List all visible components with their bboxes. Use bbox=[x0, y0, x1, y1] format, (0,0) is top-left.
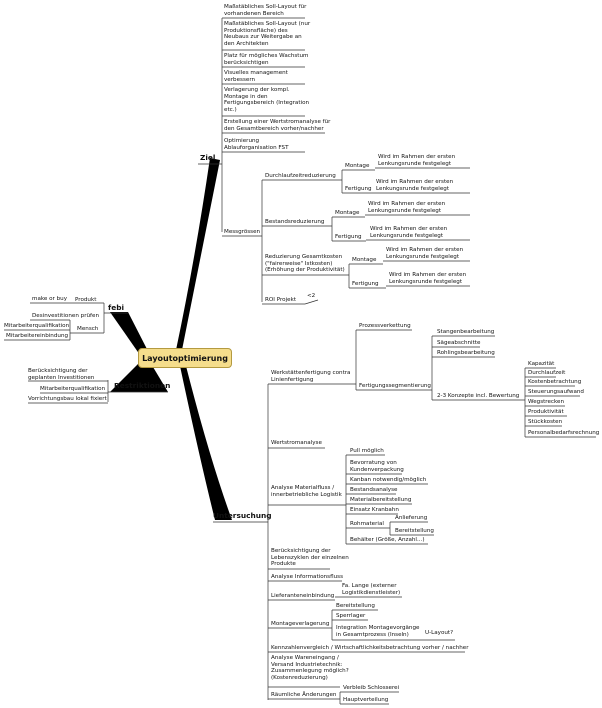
fertigung-label[interactable]: Fertigung bbox=[345, 186, 372, 192]
ziel-item[interactable]: Optimierung Ablauforganisation FST bbox=[224, 138, 289, 151]
mf-item[interactable]: Materialbereitstellung bbox=[350, 497, 412, 503]
wertstrom-node[interactable]: Wertstromanalyse bbox=[271, 440, 322, 446]
ziel-item[interactable]: Maßstäbliches Soll-Layout (nur Produktio… bbox=[224, 21, 311, 47]
mv-item[interactable]: Bereitstellung bbox=[336, 603, 375, 609]
center-topic[interactable]: Layoutoptimierung bbox=[138, 348, 232, 368]
branch-label-ziel[interactable]: Ziel bbox=[200, 153, 216, 162]
rohling-node[interactable]: Rohlingsbearbeitung bbox=[437, 350, 495, 356]
branch-restriktionen bbox=[110, 362, 168, 392]
bewertung-item[interactable]: Kapazität bbox=[528, 361, 555, 367]
bestand-label[interactable]: Bestandsreduzierung bbox=[265, 219, 325, 225]
ulayout-node[interactable]: U-Layout? bbox=[425, 630, 454, 636]
febi-produkt[interactable]: Produkt bbox=[75, 297, 97, 303]
branch-ziel bbox=[176, 158, 220, 350]
ziel-item[interactable]: Visuelles management verbessern bbox=[224, 70, 288, 83]
febi-mitarbeiterqual[interactable]: Mitarbeiterqualifikation bbox=[4, 323, 70, 329]
mv-item[interactable]: Integration Montagevorgänge in Gesamtpro… bbox=[336, 625, 420, 638]
bewertung-item[interactable]: Wegstrecken bbox=[528, 399, 565, 405]
raeumlich-node[interactable]: Räumliche Änderungen bbox=[271, 692, 337, 698]
anlieferung-node[interactable]: Anlieferung bbox=[395, 515, 428, 521]
note-text[interactable]: Wird im Rahmen der ersten Lenkungsrunde … bbox=[378, 154, 456, 167]
mf-item[interactable]: Einsatz Kranbahn bbox=[350, 507, 399, 513]
branch-febi bbox=[110, 312, 150, 355]
ziel-item[interactable]: Platz für mögliches Wachstum berücksicht… bbox=[224, 53, 309, 66]
bereitstellung-node[interactable]: Bereitstellung bbox=[395, 528, 434, 534]
note-text[interactable]: Wird im Rahmen der ersten Lenkungsrunde … bbox=[368, 201, 446, 214]
lieferanten-node[interactable]: Lieferanteneinbindung bbox=[271, 593, 335, 599]
note-text[interactable]: Wird im Rahmen der ersten Lenkungsrunde … bbox=[389, 272, 467, 285]
prozessverkettung-node[interactable]: Prozessverkettung bbox=[359, 323, 411, 329]
montageverlagerung-node[interactable]: Montageverlagerung bbox=[271, 621, 330, 627]
note-text[interactable]: Wird im Rahmen der ersten Lenkungsrunde … bbox=[386, 247, 464, 260]
bewertung-item[interactable]: Durchlaufzeit bbox=[528, 370, 566, 376]
ziel-item[interactable]: Erstellung einer Wertstromanalyse für de… bbox=[224, 119, 331, 132]
montage-label[interactable]: Montage bbox=[345, 163, 370, 169]
bewertung-item[interactable]: Personalbedarfsrechnung bbox=[528, 430, 600, 436]
mv-item[interactable]: Sperrlager bbox=[336, 613, 366, 619]
fertigung-label[interactable]: Fertigung bbox=[335, 234, 362, 240]
bewertung-item[interactable]: Produktivität bbox=[528, 409, 564, 415]
saege-node[interactable]: Sägeabschnitte bbox=[437, 340, 481, 346]
fertigung-label[interactable]: Fertigung bbox=[352, 281, 379, 287]
kennzahlen-node[interactable]: Kennzahlenvergleich / Wirtschaftlichkeit… bbox=[271, 645, 469, 651]
bewertung-item[interactable]: Kostenbetrachtung bbox=[528, 379, 582, 385]
febi-desinvest[interactable]: Desinvestitionen prüfen bbox=[32, 313, 100, 319]
fertigungssegmentierung-node[interactable]: Fertigungssegmentierung bbox=[359, 383, 431, 389]
wareneingang-node[interactable]: Analyse Wareneingang / Versand Industrie… bbox=[271, 655, 349, 681]
mf-item[interactable]: Kanban notwendig/möglich bbox=[350, 477, 427, 483]
lange-node[interactable]: Fa. Lange (externer Logistikdienstleiste… bbox=[342, 583, 401, 596]
roi-label[interactable]: ROI Projekt bbox=[265, 297, 297, 303]
roi-value: <2 bbox=[307, 293, 316, 299]
kosten-label[interactable]: Reduzierung Gesamtkosten ("fairerweise" … bbox=[265, 254, 345, 274]
branch-label-restriktionen[interactable]: Restriktionen bbox=[114, 381, 171, 390]
montage-label[interactable]: Montage bbox=[352, 257, 377, 263]
mf-item[interactable]: Bestandsanalyse bbox=[350, 487, 398, 493]
branch-label-untersuchung[interactable]: Untersuchung bbox=[213, 511, 272, 520]
informationsfluss-node[interactable]: Analyse Informationsfluss bbox=[271, 574, 343, 580]
werkstatt-node[interactable]: Werkstättenfertigung contra Linienfertig… bbox=[271, 370, 351, 383]
restriktion-item[interactable]: Berücksichtigung der geplanten Investiti… bbox=[28, 368, 95, 381]
bewertung-item[interactable]: Steuerungsaufwand bbox=[528, 389, 584, 395]
behaelter-node[interactable]: Behälter (Größe, Anzahl...) bbox=[350, 537, 425, 543]
note-text[interactable]: Wird im Rahmen der ersten Lenkungsrunde … bbox=[376, 179, 454, 192]
montage-label[interactable]: Montage bbox=[335, 210, 360, 216]
materialfluss-node[interactable]: Analyse Materialfluss / innerbetrieblich… bbox=[271, 485, 342, 498]
ziel-item[interactable]: Maßstäbliches Soll-Layout für vorhandene… bbox=[224, 4, 307, 17]
durchlauf-label[interactable]: Durchlaufzeitreduzierung bbox=[265, 173, 336, 179]
febi-mitarbeitereinb[interactable]: Mitarbeitereinbindung bbox=[6, 333, 69, 339]
bewertung-item[interactable]: Stückkosten bbox=[528, 419, 563, 425]
konzepte-node[interactable]: 2-3 Konzepte incl. Bewertung bbox=[437, 393, 520, 399]
mf-item[interactable]: Bevorratung von Kundenverpackung bbox=[350, 460, 404, 473]
ra-item[interactable]: Hauptverteilung bbox=[343, 697, 389, 703]
restriktion-item[interactable]: Vorrichtungsbau lokal fixiert bbox=[28, 396, 107, 402]
messgroessen-label[interactable]: Messgrössen bbox=[224, 229, 261, 235]
stangen-node[interactable]: Stangenbearbeitung bbox=[437, 329, 495, 335]
ra-item[interactable]: Verbleib Schlosserei bbox=[343, 685, 400, 691]
febi-mensch[interactable]: Mensch bbox=[77, 326, 99, 332]
rohmaterial-node[interactable]: Rohmaterial bbox=[350, 521, 384, 527]
mf-item[interactable]: Pull möglich bbox=[350, 448, 384, 454]
restriktion-item[interactable]: Mitarbeiterqualifikation bbox=[40, 386, 106, 392]
ziel-item[interactable]: Verlagerung der kompl. Montage in den Fe… bbox=[224, 87, 310, 113]
lebenszyklen-node[interactable]: Berücksichtigung der Lebenszyklen der ei… bbox=[271, 548, 349, 568]
febi-make-or-buy[interactable]: make or buy bbox=[32, 296, 68, 302]
note-text[interactable]: Wird im Rahmen der ersten Lenkungsrunde … bbox=[370, 226, 448, 239]
branch-untersuchung bbox=[180, 366, 232, 520]
branch-label-febi[interactable]: febi bbox=[108, 303, 125, 312]
